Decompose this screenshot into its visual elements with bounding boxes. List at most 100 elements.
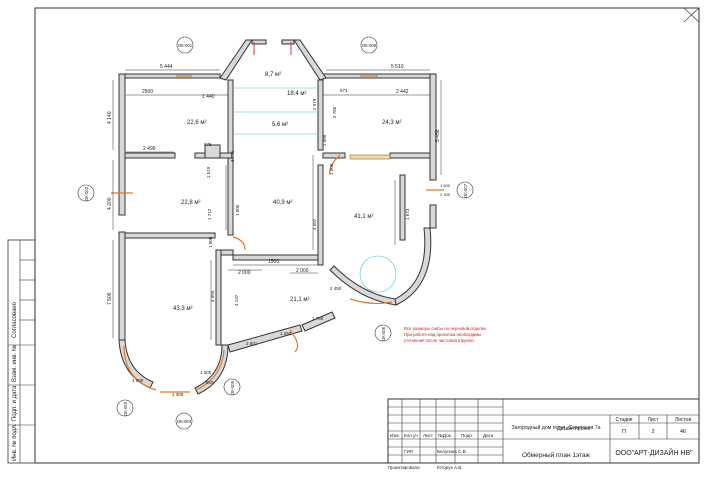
- object-line: Загородный дом по ул. Советская 7а: [512, 424, 601, 431]
- dim-label: 3 191: [230, 150, 235, 162]
- dim-label: 5 510: [391, 64, 404, 70]
- stair-element: [349, 154, 391, 160]
- room-area: 22,8 м²: [181, 200, 200, 206]
- dim-label: 571: [340, 88, 348, 93]
- project-name: Дизайн проект: [557, 425, 591, 432]
- window-id: ОК-004: [177, 419, 192, 424]
- stage-value: П: [622, 429, 626, 435]
- window-callouts: [77, 36, 474, 430]
- dim-label: 1 250: [280, 331, 292, 336]
- room-area: 8,7 м²: [265, 72, 281, 78]
- note-line: Все размеры сняты по черновой отделке.: [404, 326, 487, 331]
- window-id: ОК-002: [84, 186, 89, 201]
- window-id: ОК-005: [230, 380, 235, 395]
- stamp-name: Югорук А.В.: [437, 465, 463, 470]
- sheet-title: Обмерный план 1этаж: [522, 451, 591, 459]
- wall: [281, 39, 295, 45]
- stamp-header: Лист: [423, 433, 434, 438]
- wall: [293, 39, 327, 81]
- side-label: Согласовано: [12, 301, 18, 338]
- company-name: ООО"АРТ-ДИЗАЙН НВ": [615, 448, 693, 457]
- dim-label: 1 000: [208, 236, 213, 248]
- dimension-lines: [112, 69, 442, 340]
- wall: [219, 39, 253, 81]
- dim-label: 2 785: [332, 106, 337, 118]
- wall: [232, 254, 319, 261]
- window-mark: [123, 345, 157, 391]
- dim-label: 800: [206, 380, 214, 385]
- floor-plan: [77, 36, 474, 430]
- wall: [118, 73, 126, 216]
- side-label: Взам. инв. №: [11, 345, 18, 382]
- wall: [301, 311, 336, 332]
- note-line: При работе над проектом необходимы: [404, 332, 481, 337]
- dim-label: 4 507: [312, 218, 317, 230]
- stamp-role: ГИП: [404, 449, 413, 454]
- side-stamp: Согласовано Взам. инв. № Подп. и дата Ин…: [7, 239, 36, 464]
- room-area: 43,3 м²: [173, 306, 192, 312]
- dim-label: 1500: [268, 259, 279, 265]
- dim-label: 5 444: [160, 64, 173, 70]
- plan-labels: 8,7 м² 18,4 м² 5,6 м² 22,6 м² 24,3 м² 22…: [84, 43, 487, 424]
- dim-label: 1 500: [440, 183, 451, 188]
- side-label: Подп. и дата: [12, 385, 18, 421]
- wall: [227, 157, 234, 236]
- wall: [204, 144, 221, 159]
- dim-label: 2 501: [246, 341, 258, 346]
- wall: [389, 152, 431, 159]
- window-mark: [349, 298, 393, 305]
- dim-label: 4 094: [210, 290, 215, 302]
- title-block: Изм. Кол.уч Лист №Док. Подп. Дата ГИП Бе…: [387, 398, 700, 470]
- door-swing: [232, 236, 246, 251]
- wall: [220, 249, 234, 256]
- wall: [317, 79, 324, 151]
- door-mark: [253, 42, 292, 55]
- dim-label: 2 000: [296, 268, 309, 274]
- dim-label: 2 300: [440, 192, 451, 197]
- room-area: 21,1 м²: [290, 297, 309, 303]
- dim-label: 1 712: [207, 208, 212, 220]
- wall: [322, 152, 346, 159]
- sheet-value: 2: [651, 429, 654, 435]
- dim-label: 4 200: [107, 197, 113, 210]
- dim-label: 2 450: [330, 286, 342, 291]
- wall: [251, 39, 267, 45]
- dim-label: 1 000: [235, 204, 240, 216]
- wall: [399, 174, 406, 241]
- stamp-name: Белугина С.В.: [437, 449, 467, 454]
- stamp-header: Изм.: [390, 433, 400, 438]
- wall: [118, 231, 126, 341]
- dim-label: 5 458: [435, 129, 441, 142]
- window-id: ОК-003: [123, 401, 128, 416]
- wall: [429, 204, 437, 229]
- wall: [124, 232, 216, 239]
- sheet-frame: [34, 7, 700, 464]
- door-swing: [289, 329, 299, 353]
- wall: [215, 249, 222, 346]
- dim-label: 1 300: [172, 392, 184, 397]
- wall: [124, 152, 176, 159]
- window-id: ОК-007: [463, 183, 468, 198]
- sheets-header: Листов: [675, 417, 692, 423]
- dim-label: 1 440: [202, 94, 215, 100]
- dim-label: 2 979: [312, 98, 317, 110]
- wall: [227, 324, 303, 353]
- dim-label: 2500: [142, 89, 153, 95]
- note-line: уточнения после чистовой отделки.: [404, 338, 475, 343]
- dim-label: 1 673: [405, 208, 410, 220]
- room-area: 18,4 м²: [287, 91, 306, 97]
- room-area: 5,6 м²: [272, 122, 288, 128]
- dim-label: 2 442: [396, 89, 409, 95]
- room-area: 40,9 м²: [273, 200, 292, 206]
- window-id: ОК-008: [362, 43, 377, 48]
- stamp-header: Кол.уч: [404, 433, 418, 438]
- sheets-value: 46: [680, 429, 686, 435]
- stamp-header: №Док.: [438, 433, 452, 438]
- wall: [429, 73, 437, 181]
- window-id: ОК-006: [381, 326, 386, 341]
- wall: [329, 265, 397, 306]
- wall: [392, 227, 432, 306]
- room-area: 24,3 м²: [382, 120, 401, 126]
- dim-label: 2 499: [143, 146, 156, 152]
